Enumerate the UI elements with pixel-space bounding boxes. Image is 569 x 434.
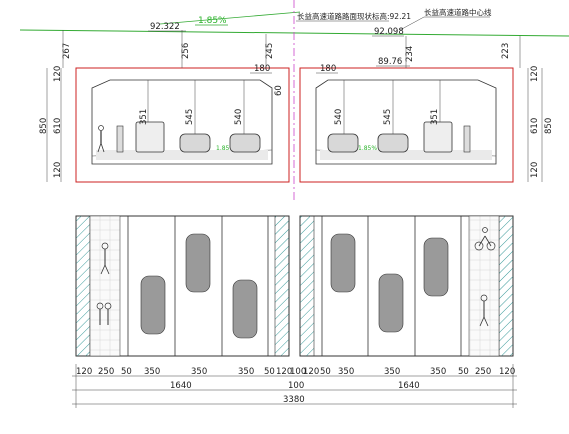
dim-seg-5: 350: [191, 367, 207, 377]
left-truck-icon: [135, 121, 165, 153]
elevation-left: 92.322: [150, 22, 180, 32]
dim-seg-7: 50: [264, 367, 275, 377]
plan-left-wall-right: [274, 215, 290, 357]
dim-seg-2: 250: [98, 367, 114, 377]
dim-seg-17: 120: [499, 367, 515, 377]
plan-dimensions: 120 250 50 350 350 350 50 120 100 120 50…: [72, 364, 517, 408]
ground-line: [19, 29, 569, 37]
plan-right-pedestrian-icon: [479, 294, 489, 327]
right-cover-mid: 234: [405, 46, 415, 62]
left-cover-mid: 256: [181, 43, 191, 59]
centerline-label: 长益高速道路中心线: [424, 7, 492, 17]
right-truck-icon: [423, 121, 453, 153]
ground-line-group: 1.85%: [19, 11, 569, 37]
right-tunnel-section: 1.85% 540 545 351 180 234 223 120 610 85…: [299, 36, 554, 183]
right-bottom-slab: 120: [530, 162, 540, 178]
right-veh-height-2: 545: [383, 109, 393, 125]
plan-view-left: [75, 215, 290, 357]
dim-seg-15: 50: [458, 367, 469, 377]
left-cyclist-icon: [116, 125, 124, 153]
dim-seg-9: 100: [290, 367, 306, 377]
elevation-inner-right: 89.76: [378, 57, 402, 67]
right-cyclist-icon: [463, 125, 471, 153]
dim-seg-13: 350: [384, 367, 400, 377]
dim-seg-4: 350: [144, 367, 160, 377]
dim-seg-14: 350: [430, 367, 446, 377]
right-car-icon-2: [377, 133, 409, 153]
left-haunch-dim: 180: [254, 64, 270, 74]
plan-left-car-3: [232, 279, 258, 339]
left-car-icon-1: [179, 133, 211, 153]
plan-right-wall-right: [498, 215, 514, 357]
left-tunnel-outer: [75, 67, 290, 183]
right-veh-height-3: 351: [430, 109, 440, 125]
ground-line-upper: [159, 11, 301, 25]
elevation-right: 92.098: [374, 27, 404, 37]
dim-half-left: 1640: [170, 381, 192, 391]
left-veh-height-3: 540: [234, 109, 244, 125]
dim-seg-6: 350: [238, 367, 254, 377]
left-tunnel-section: 1.85% 351 545 540 180 60 267 256 245: [39, 30, 290, 183]
right-car-icon-1: [327, 133, 359, 153]
dim-total: 3380: [283, 395, 305, 405]
dim-half-right: 1640: [398, 381, 420, 391]
right-haunch-dim: 180: [320, 64, 336, 74]
centerline-leader: [399, 16, 425, 31]
plan-right-car-1: [330, 233, 356, 293]
plan-left-pedestrian-icon-1: [100, 242, 110, 275]
plan-left-car-2: [185, 233, 211, 293]
left-car-icon-2: [229, 133, 261, 153]
right-veh-height-1: 540: [334, 109, 344, 125]
left-veh-height-2: 545: [185, 109, 195, 125]
left-slope-label: 1.85%: [216, 145, 235, 152]
right-clear-height: 610: [530, 118, 540, 134]
dim-seg-11: 50: [320, 367, 331, 377]
plan-left-sidewalk: [89, 215, 121, 357]
plan-left-pedestrian-icon-2: [96, 302, 112, 325]
right-cover-right: 223: [501, 43, 511, 59]
grade-label: 1.85%: [198, 16, 227, 26]
dim-seg-3: 50: [121, 367, 132, 377]
dim-seg-1: 120: [76, 367, 92, 377]
left-top-slab: 120: [53, 66, 63, 82]
plan-right-wall-left: [299, 215, 315, 357]
plan-right-car-2: [378, 273, 404, 333]
right-top-slab: 120: [530, 66, 540, 82]
plan-right-car-3: [423, 237, 449, 297]
right-tunnel-inner: [315, 79, 497, 165]
left-road-fill: [96, 150, 268, 160]
plan-view-right: [299, 215, 514, 357]
left-clear-height: 610: [53, 118, 63, 134]
plan-right-cyclist-icon: [474, 227, 496, 251]
dim-median: 100: [288, 381, 304, 391]
left-pedestrian-icon: [97, 125, 105, 153]
dim-seg-8: 120: [276, 367, 292, 377]
right-road-fill: [320, 150, 492, 160]
left-tunnel-inner: [91, 79, 273, 165]
right-tunnel-outer: [299, 67, 514, 183]
plan-left-car-1: [140, 275, 166, 335]
right-slope-label: 1.85%: [358, 145, 377, 152]
plan-left-wall-left: [75, 215, 91, 357]
plan-right-sidewalk: [468, 215, 500, 357]
left-haunch-v-dim: 60: [274, 85, 284, 96]
dim-seg-10: 120: [303, 367, 319, 377]
road-elevation-label: 长益高速道路路面现状标高:92.21: [297, 11, 411, 21]
left-veh-height-1: 351: [139, 109, 149, 125]
dim-seg-12: 350: [338, 367, 354, 377]
left-bottom-slab: 120: [53, 162, 63, 178]
left-cover-left: 267: [62, 43, 72, 59]
left-cover-right: 245: [265, 43, 275, 59]
right-total-height: 850: [544, 118, 554, 134]
dim-seg-16: 250: [475, 367, 491, 377]
left-total-height: 850: [39, 118, 49, 134]
